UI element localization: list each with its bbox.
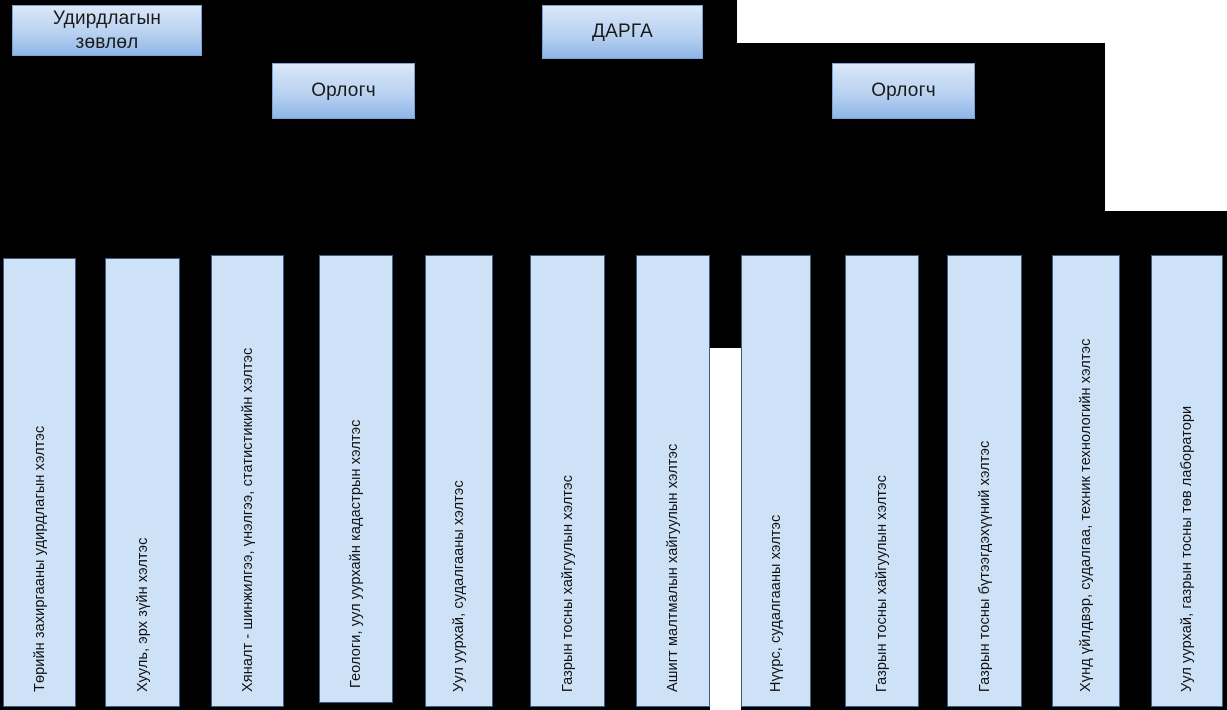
dept-label-8: Нүүрс, судалгааны хэлтэс bbox=[768, 514, 784, 692]
dept-label-11: Хүнд үйлдвэр, судалгаа, техник технологи… bbox=[1078, 338, 1094, 692]
dept-label-3: Хяналт - шинжилгээ, үнэлгээ, статистикий… bbox=[239, 347, 256, 692]
dept-column-8[interactable]: Нүүрс, судалгааны хэлтэс bbox=[741, 255, 811, 707]
whitespace-right bbox=[1105, 0, 1227, 211]
dept-column-9[interactable]: Газрын тосны хайгуулын хэлтэс bbox=[845, 255, 919, 707]
dept-column-10[interactable]: Газрын тосны бүтээгдэхүүний хэлтэс bbox=[947, 255, 1022, 707]
dept-column-1[interactable]: Төрийн захиргааны удирдлагын хэлтэс bbox=[3, 258, 76, 707]
management-council-line2: зөвлөл bbox=[75, 31, 139, 53]
dept-column-7[interactable]: Ашигт малтмалын хайгуулын хэлтэс bbox=[636, 255, 710, 707]
dept-label-5: Уул уурхай, судалгааны хэлтэс bbox=[451, 480, 467, 692]
management-council-text: Удирдлагын зөвлөл bbox=[41, 7, 173, 53]
deputy-right-label: Орлогч bbox=[871, 80, 936, 102]
box-deputy-right[interactable]: Орлогч bbox=[832, 63, 975, 119]
dept-column-6[interactable]: Газрын тосны хайгуулын хэлтэс bbox=[530, 255, 605, 707]
dept-label-2: Хууль, эрх зүйн хэлтэс bbox=[134, 537, 151, 693]
dept-label-12: Уул уурхай, газрын тосны төв лаборатори bbox=[1179, 405, 1195, 692]
dept-label-10: Газрын тосны бүтээгдэхүүний хэлтэс bbox=[976, 440, 993, 692]
dept-label-6: Газрын тосны хайгуулын хэлтэс bbox=[559, 475, 576, 692]
box-management-council[interactable]: Удирдлагын зөвлөл bbox=[12, 5, 202, 56]
dept-label-4: Геологи, уул уурхайн кадастрын хэлтэс bbox=[348, 419, 364, 688]
chief-label: ДАРГА bbox=[592, 21, 653, 43]
whitespace-notch-mid bbox=[710, 348, 741, 710]
box-deputy-left[interactable]: Орлогч bbox=[272, 63, 415, 119]
dept-column-12[interactable]: Уул уурхай, газрын тосны төв лаборатори bbox=[1151, 255, 1223, 707]
dept-column-11[interactable]: Хүнд үйлдвэр, судалгаа, техник технологи… bbox=[1052, 255, 1120, 707]
dept-label-1: Төрийн захиргааны удирдлагын хэлтэс bbox=[31, 425, 48, 692]
dept-column-2[interactable]: Хууль, эрх зүйн хэлтэс bbox=[105, 258, 180, 707]
dept-label-9: Газрын тосны хайгуулын хэлтэс bbox=[874, 475, 890, 692]
box-chief[interactable]: ДАРГА bbox=[542, 5, 703, 59]
dept-column-5[interactable]: Уул уурхай, судалгааны хэлтэс bbox=[425, 255, 493, 707]
management-council-line1: Удирдлагын bbox=[52, 8, 162, 30]
dept-column-4[interactable]: Геологи, уул уурхайн кадастрын хэлтэс bbox=[319, 255, 393, 703]
deputy-left-label: Орлогч bbox=[311, 80, 376, 102]
dept-column-3[interactable]: Хяналт - шинжилгээ, үнэлгээ, статистикий… bbox=[211, 255, 284, 707]
dept-label-7: Ашигт малтмалын хайгуулын хэлтэс bbox=[665, 443, 681, 692]
